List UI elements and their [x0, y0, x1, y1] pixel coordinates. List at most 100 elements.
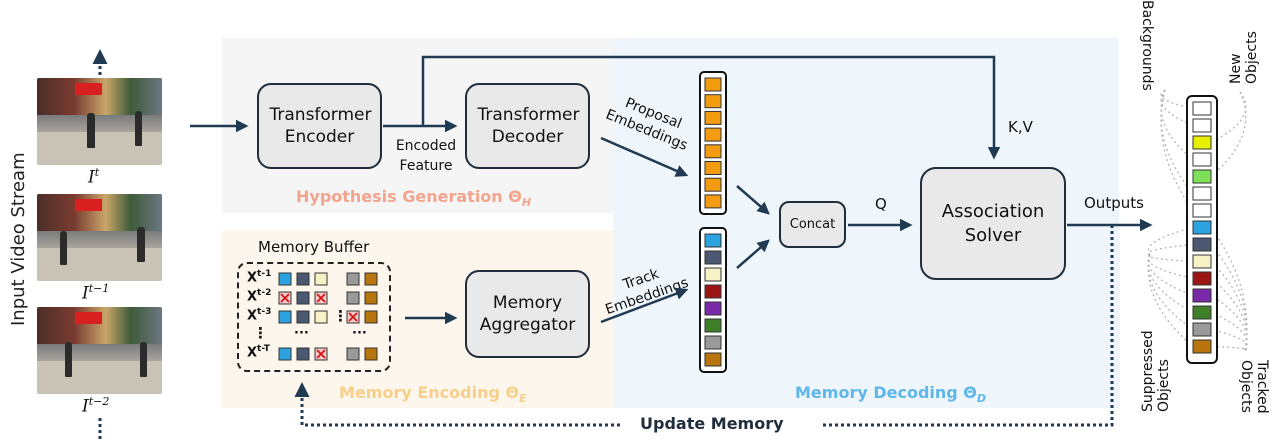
- output-embedding-cell: [1192, 152, 1212, 167]
- track-embedding-cell: [704, 335, 722, 350]
- proposal-embedding-cell: [704, 161, 722, 175]
- output-embedding-cell: [1192, 237, 1212, 252]
- transformer-encoder-box: Transformer Encoder: [257, 83, 382, 169]
- output-embedding-cell: [1192, 305, 1212, 320]
- track-to-concat-arrow: [736, 239, 770, 269]
- output-embedding-cell: [1192, 135, 1212, 150]
- memory-cell-cross: [348, 312, 358, 322]
- memory-cell: [346, 291, 360, 305]
- proposal-embedding-cell: [704, 194, 722, 209]
- memory-decoding-title: Memory Decoding ΘD: [795, 383, 987, 406]
- memory-cell: [364, 310, 378, 324]
- memory-cell: [364, 291, 378, 305]
- suppressed-objects-fan-line: [1147, 254, 1194, 297]
- memory-encoding-title: Memory Encoding ΘE: [339, 383, 527, 406]
- output-embedding-cell: [1192, 118, 1212, 133]
- memory-cell: [364, 272, 378, 286]
- output-embedding-cell: [1192, 203, 1212, 218]
- output-embedding-cell: [1192, 339, 1212, 354]
- outputs-label: Outputs: [1084, 194, 1144, 212]
- memory-buffer-title: Memory Buffer: [258, 238, 370, 256]
- memory-cell-cross: [316, 293, 326, 303]
- encoded-feature-label: Encoded Feature: [395, 138, 457, 174]
- proposal-embedding-cell: [704, 110, 722, 125]
- memory-cell: [278, 272, 292, 286]
- concat-box: Concat: [779, 201, 846, 248]
- hypothesis-generation-title: Hypothesis Generation ΘH: [296, 187, 532, 210]
- tracked-objects-fan-line: [1210, 277, 1248, 351]
- track-embedding-cell: [704, 352, 722, 367]
- track-embedding-cell: [704, 318, 722, 333]
- memory-buffer-box: [237, 262, 391, 372]
- memory-cell: [364, 347, 378, 361]
- proposal-embedding-cell: [704, 127, 722, 142]
- proposal-embedding-cell: [704, 144, 722, 159]
- proposal-embedding-cell: [704, 77, 722, 92]
- memory-cell: [278, 310, 292, 324]
- memory-cell: [314, 272, 328, 286]
- suppressed-objects-fan-line: [1147, 243, 1194, 256]
- frame-label-current: It: [88, 166, 100, 188]
- tracked-objects-fan-line: [1210, 311, 1248, 351]
- memory-hdots: ···: [294, 326, 309, 341]
- memory-hdots: ···: [352, 326, 367, 341]
- memory-row-label: Xt-3: [247, 307, 272, 324]
- track-arrow: [600, 287, 689, 324]
- backgrounds-fan-line: [1160, 89, 1194, 211]
- frame-label-prev1: It−1: [82, 282, 110, 304]
- kv-label: K,V: [1008, 118, 1033, 136]
- frame-label-prev2: It−2: [82, 395, 110, 417]
- update-memory-line-left: [294, 382, 620, 427]
- memory-cell: [314, 310, 328, 324]
- output-embedding-cell: [1192, 101, 1212, 116]
- memory-cell: [346, 272, 360, 286]
- memory-row-label: Xt-1: [247, 269, 272, 286]
- memory-cell-cross: [316, 349, 326, 359]
- memory-cell: [346, 347, 360, 361]
- proposal-to-concat-arrow: [736, 185, 770, 215]
- output-embedding-cell: [1192, 169, 1212, 184]
- memory-row-label: Xt-T: [247, 344, 270, 361]
- q-label: Q: [875, 195, 887, 213]
- memory-cell: [296, 347, 310, 361]
- output-embedding-cell: [1192, 220, 1212, 235]
- memory-cell: [296, 272, 310, 286]
- track-embedding-cell: [704, 233, 722, 248]
- proposal-arrow: [600, 136, 689, 177]
- new-objects-fan-line: [1210, 91, 1247, 144]
- output-embedding-cell: [1192, 322, 1212, 337]
- proposal-embeddings-column: [699, 71, 727, 215]
- video-frame-current: [37, 78, 162, 165]
- suppressed-objects-fan-line: [1147, 254, 1194, 347]
- association-solver-box: Association Solver: [920, 167, 1066, 280]
- video-frame-prev1: [37, 194, 162, 281]
- memory-cell-cross: [280, 293, 290, 303]
- suppressed-objects-fan-line: [1147, 254, 1194, 280]
- tracked-objects-fan-line: [1210, 261, 1248, 351]
- track-embedding-cell: [704, 250, 722, 265]
- track-embedding-cell: [704, 284, 722, 299]
- proposal-embedding-cell: [704, 94, 722, 109]
- proposal-embedding-cell: [704, 177, 722, 192]
- update-memory-line-right: [820, 225, 1114, 427]
- memory-cell: [296, 310, 310, 324]
- update-memory-label: Update Memory: [640, 414, 784, 433]
- tracked-objects-fan-line: [1210, 328, 1248, 351]
- memory-row-ellipsis: ⋮: [253, 324, 268, 342]
- memory-mid-ellipsis: ⋮: [333, 307, 348, 325]
- track-embeddings-column: [699, 227, 727, 373]
- feature-to-solver-arrow: [421, 55, 1001, 160]
- output-embedding-cell: [1192, 254, 1212, 269]
- output-embedding-cell: [1192, 186, 1212, 201]
- tracked-objects-fan-line: [1210, 227, 1248, 351]
- memory-row-label: Xt-2: [247, 288, 272, 305]
- memory-cell: [296, 291, 310, 305]
- memory-cell: [278, 347, 292, 361]
- memory-aggregator-box: Memory Aggregator: [465, 270, 590, 358]
- track-embedding-cell: [704, 267, 722, 282]
- track-embedding-cell: [704, 301, 722, 316]
- output-embedding-cell: [1192, 288, 1212, 303]
- backgrounds-fan-line: [1160, 89, 1194, 161]
- video-frame-prev2: [37, 307, 162, 394]
